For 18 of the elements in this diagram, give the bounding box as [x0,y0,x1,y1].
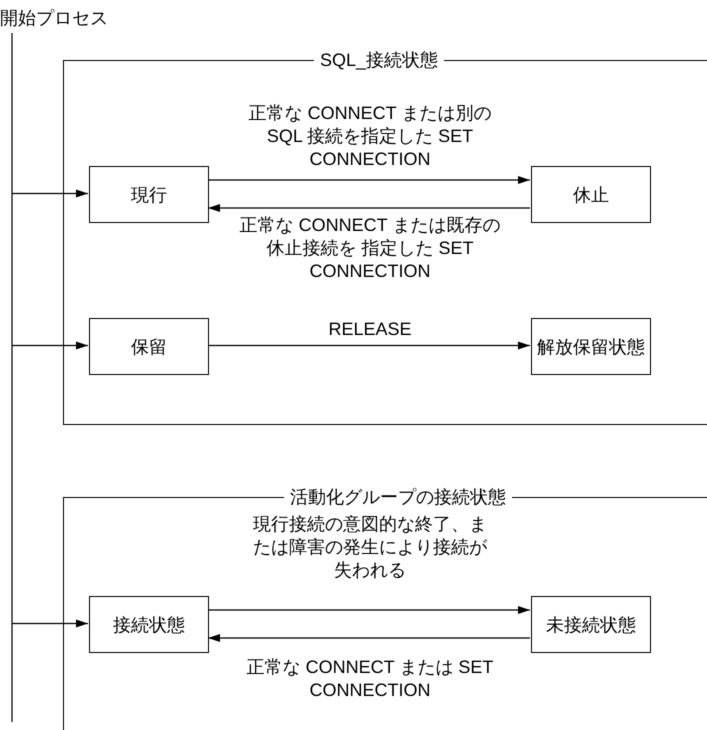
group-heading: SQL_接続状態 [314,49,444,71]
state-box: 休止 [531,166,651,223]
arrow [208,606,530,614]
arrow [208,634,530,642]
state-box: 解放保留状態 [531,318,651,375]
state-box: 接続状態 [89,596,209,653]
state-box: 未接続状態 [531,596,651,653]
group-heading: 活動化グループの接続状態 [284,486,512,508]
connector-line [11,33,13,722]
arrow [208,176,530,184]
state-box: 保留 [89,318,209,375]
start-label: 開始プロセス [0,6,108,30]
arrow [12,620,88,628]
arrow [12,190,88,198]
arrow [208,342,530,350]
arrow [12,342,88,350]
arrow [208,204,530,212]
state-box: 現行 [89,166,209,223]
